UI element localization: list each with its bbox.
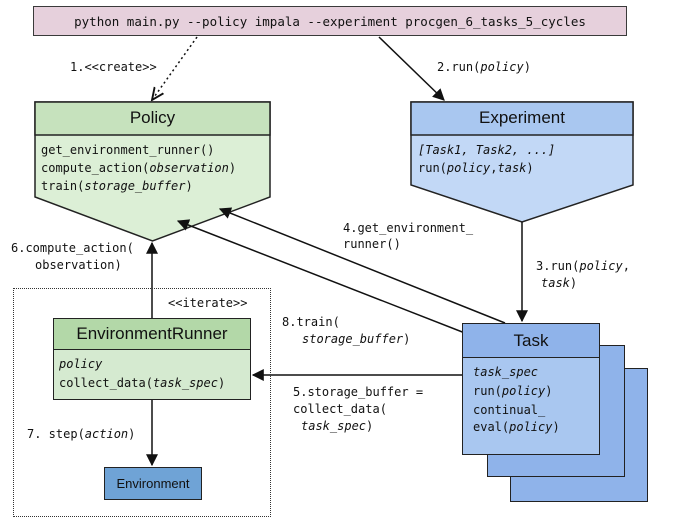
label-train-1: 8.train( bbox=[282, 315, 340, 329]
label-storage-1: 5.storage_buffer = bbox=[293, 385, 424, 399]
task-method-continual-eval-2: eval(policy) bbox=[473, 420, 560, 434]
label-get-runner-1: 4.get_environment_ bbox=[343, 221, 474, 235]
policy-method-train: train(storage_buffer) bbox=[41, 179, 193, 193]
label-compute-2: observation) bbox=[35, 258, 122, 272]
runner-method-collect-data: collect_data(task_spec) bbox=[59, 376, 226, 390]
policy-title: Policy bbox=[129, 108, 176, 127]
iterate-region bbox=[13, 288, 271, 517]
edge-create bbox=[152, 36, 198, 100]
task-attr-spec: task_spec bbox=[473, 365, 539, 379]
task-box: Task task_spec run(policy) continual_ ev… bbox=[462, 323, 600, 455]
task-method-run: run(policy) bbox=[473, 384, 553, 398]
experiment-run-method: run(policy,task) bbox=[418, 161, 534, 175]
label-get-runner-2: runner() bbox=[343, 237, 401, 251]
policy-method-compute-action: compute_action(observation) bbox=[41, 161, 237, 175]
label-storage-2: collect_data( bbox=[293, 402, 387, 416]
policy-method-get-runner: get_environment_runner() bbox=[41, 143, 215, 157]
edge-get-runner bbox=[218, 207, 506, 324]
policy-shape bbox=[34, 101, 271, 242]
environment-box: Environment bbox=[104, 467, 202, 500]
label-run-task-2: task) bbox=[541, 276, 578, 290]
environment-runner-box: EnvironmentRunner policy collect_data(ta… bbox=[53, 318, 251, 400]
experiment-shape bbox=[410, 101, 634, 223]
runner-attr-policy: policy bbox=[59, 357, 103, 371]
label-step: 7. step(action) bbox=[27, 427, 136, 441]
edge-train bbox=[176, 219, 471, 336]
experiment-task-list: [Task1, Task2, ...] bbox=[418, 143, 556, 157]
experiment-title: Experiment bbox=[479, 108, 565, 127]
task-title: Task bbox=[463, 324, 599, 358]
command-line: python main.py --policy impala --experim… bbox=[33, 6, 627, 36]
label-create: 1.<<create>> bbox=[70, 60, 157, 74]
label-compute-1: 6.compute_action( bbox=[11, 241, 134, 255]
label-storage-3: task_spec) bbox=[301, 419, 374, 433]
label-run-policy: 2.run(policy) bbox=[437, 60, 531, 74]
edge-run-policy bbox=[378, 36, 445, 101]
label-train-2: storage_buffer) bbox=[302, 332, 411, 346]
task-method-continual-eval-1: continual_ bbox=[473, 403, 546, 417]
iterate-label: <<iterate>> bbox=[168, 296, 248, 310]
environment-runner-title: EnvironmentRunner bbox=[54, 319, 250, 350]
label-run-task-1: 3.run(policy, bbox=[536, 259, 630, 273]
